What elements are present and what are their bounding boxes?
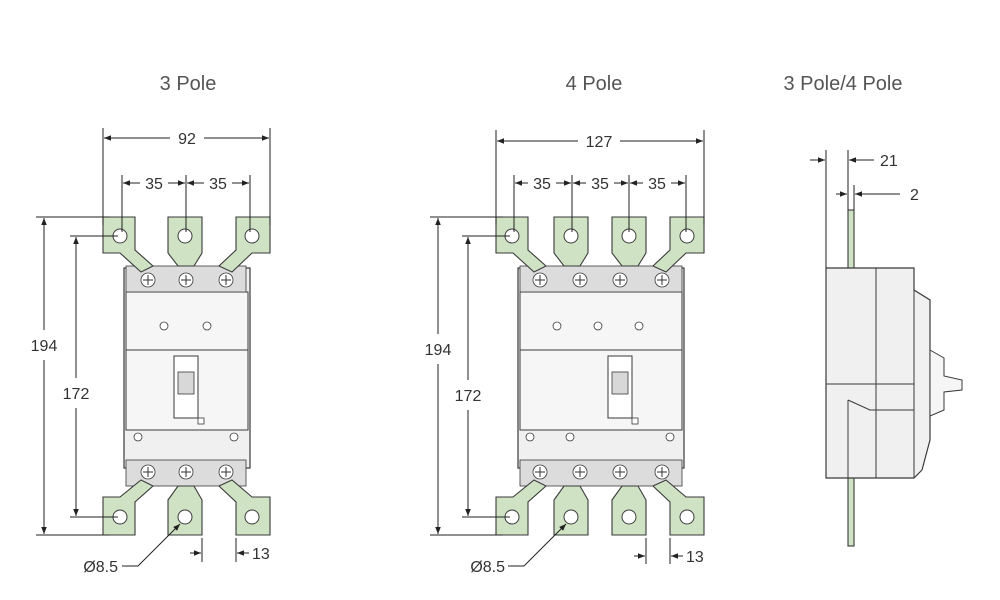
toggle-handle-side [929, 349, 963, 417]
breaker-lower-face [519, 349, 683, 431]
dim-4p-height: 194 [425, 342, 452, 359]
breaker-upper-face [125, 291, 249, 351]
dim-3p-bar-width: 13 [252, 546, 270, 563]
bottom-busbars [495, 479, 705, 536]
cover-screw [634, 321, 644, 331]
dim-side-depth: 21 [880, 153, 898, 170]
cover-screw [133, 432, 143, 442]
dim-3p-hole-diameter: Ø8.5 [83, 559, 118, 576]
cover-screw [202, 321, 212, 331]
dim-3p-pitch-1: 35 [145, 176, 163, 193]
cover-screw [665, 432, 675, 442]
dim-side-bar-thickness: 2 [910, 187, 919, 204]
dim-4p-width: 127 [586, 134, 613, 151]
four-pole-front-view: 127 35 35 35 194 172 Ø8.5 13 [425, 130, 705, 576]
dim-3p-hole-spacing: 172 [63, 386, 90, 403]
dim-3p-width: 92 [178, 131, 196, 148]
three-pole-front-view: 92 35 35 194 172 Ø8.5 13 [31, 128, 271, 576]
top-terminal-screws [532, 272, 670, 288]
cover-screw [525, 432, 535, 442]
dim-4p-bar-width: 13 [686, 549, 704, 566]
cover-screw [565, 432, 575, 442]
breaker-upper-face [519, 291, 683, 351]
top-busbars [495, 216, 705, 273]
cover-screw [552, 321, 562, 331]
dim-4p-hole-diameter: Ø8.5 [470, 559, 505, 576]
bottom-terminal-screws [140, 464, 234, 480]
dim-4p-pitch-1: 35 [533, 176, 551, 193]
side-view: 21 2 [810, 150, 963, 547]
test-button [197, 417, 205, 425]
toggle-lever [177, 371, 195, 395]
cover-screw [159, 321, 169, 331]
dim-4p-pitch-3: 35 [648, 176, 666, 193]
dim-3p-pitch-2: 35 [209, 176, 227, 193]
top-terminal-screws [140, 272, 234, 288]
title-4-pole: 4 Pole [566, 73, 623, 95]
test-button [631, 417, 639, 425]
title-side-view: 3 Pole/4 Pole [784, 73, 903, 95]
dim-4p-pitch-2: 35 [591, 176, 609, 193]
four-pole-dimensions [430, 130, 705, 567]
title-3-pole: 3 Pole [160, 73, 217, 95]
side-dimensions [810, 150, 900, 268]
dim-4p-hole-spacing: 172 [455, 388, 482, 405]
bottom-terminal-screws [532, 464, 670, 480]
dim-3p-height: 194 [31, 338, 58, 355]
three-pole-dimensions [36, 128, 271, 567]
cover-screw [229, 432, 239, 442]
bottom-busbars [102, 479, 271, 536]
breaker-side-body [825, 267, 931, 479]
cover-screw [593, 321, 603, 331]
toggle-lever [611, 371, 629, 395]
